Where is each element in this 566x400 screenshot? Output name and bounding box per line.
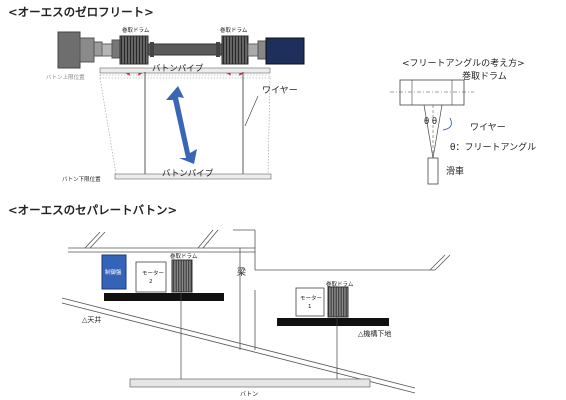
lower-baton-pipe-label: バトンパイプ — [162, 169, 214, 179]
right-drum-label: 巻取ドラム — [220, 26, 248, 34]
upper-structure — [68, 229, 451, 350]
upper-baton-pipe-label: バトンパイプ — [152, 64, 204, 74]
drive-shaft — [147, 43, 223, 56]
wire-label: ワイヤー — [262, 86, 298, 96]
wire-pointer — [442, 117, 452, 131]
control-panel — [101, 254, 127, 290]
shaft-collar-left — [150, 42, 154, 57]
inset-drum — [399, 79, 465, 106]
mech-floor-label: △機構下地 — [358, 329, 391, 338]
motor-1-label-line2: 1 — [308, 304, 312, 310]
upper-limit-label: バトン上限位置 — [46, 73, 85, 81]
upper-limit-line — [99, 74, 271, 79]
inset-wire-right — [432, 104, 443, 159]
ceiling-label: △天井 — [82, 315, 101, 324]
fleet-angle-title: <フリートアングルの考え方> — [402, 57, 525, 69]
motor-1-label-line1: モーター — [300, 294, 322, 302]
top-section-title: <オーエスのゼロフリート> — [8, 5, 154, 19]
beam-label: 梁 — [237, 266, 246, 278]
inset-pulley — [427, 157, 439, 185]
left-drum-label: 巻取ドラム — [122, 26, 150, 34]
right-mounting-bar — [277, 318, 389, 326]
left-mounting-bar — [104, 293, 224, 301]
shaft-collar-right — [216, 42, 220, 57]
ceiling-slope — [61, 297, 416, 394]
left-winding-drum — [119, 35, 149, 65]
right-winding-drum — [221, 35, 249, 65]
bottom-section-title: <オーエスのセパレートバトン> — [8, 203, 177, 217]
upper-baton-pipe — [99, 67, 271, 74]
lower-baton-pipe — [114, 173, 272, 180]
left-motor-gearbox — [57, 31, 121, 69]
inset-drum-label: 巻取ドラム — [462, 70, 507, 82]
separate-drum-right — [327, 286, 349, 318]
separate-drum-left — [171, 259, 193, 293]
control-panel-label: 制御盤 — [105, 268, 122, 276]
motor-2-box — [135, 261, 167, 293]
separate-baton-label: バトン — [240, 391, 258, 398]
pulley-label: 滑車 — [446, 165, 464, 177]
separate-drum-right-label: 巻取ドラム — [326, 280, 354, 288]
inset-wire-left — [423, 104, 434, 159]
theta-symbols: θ θ — [424, 117, 437, 127]
lower-limit-label: バトン下限位置 — [62, 175, 101, 183]
motor-2-label-line2: 2 — [149, 279, 153, 285]
motor-2-label-line1: モーター — [142, 269, 164, 277]
envelope-left — [99, 77, 117, 175]
motor-1-box — [295, 287, 325, 317]
envelope-right — [267, 77, 271, 175]
right-motor — [247, 37, 305, 65]
inset-wire-label: ワイヤー — [470, 123, 506, 133]
separate-baton — [129, 378, 371, 388]
vertical-travel-arrow — [166, 86, 197, 164]
separate-drum-left-label: 巻取ドラム — [170, 252, 198, 260]
theta-description: θ：フリートアングル — [450, 141, 536, 153]
wire-callout-line — [244, 95, 259, 127]
